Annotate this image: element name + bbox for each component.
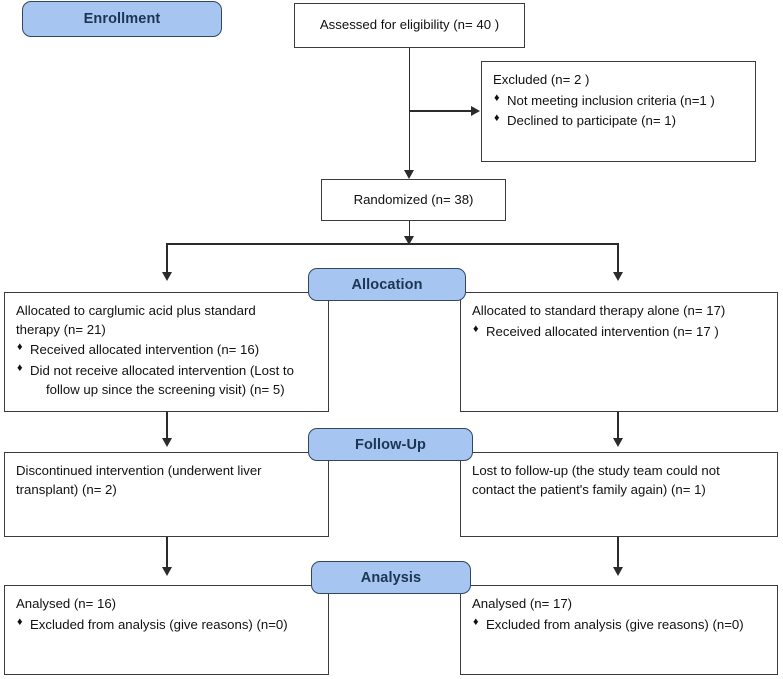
node-analysed-control-heading: Analysed (n= 17) bbox=[472, 596, 573, 611]
stage-pill-followup-label: Follow-Up bbox=[355, 436, 426, 453]
stage-pill-allocation: Allocation bbox=[308, 268, 466, 301]
connector-allocation-split bbox=[166, 243, 618, 245]
node-allocated-control-heading-1: Allocated to standard therapy alone (n= … bbox=[472, 303, 726, 318]
list-item: Received allocated intervention (n= 17 ) bbox=[472, 322, 767, 342]
node-excluded-heading: Excluded (n= 2 ) bbox=[493, 72, 590, 87]
connector-followright-to-analysisright bbox=[617, 537, 619, 574]
node-followup-discontinued-line-2: transplant) (n= 2) bbox=[16, 481, 117, 497]
arrowhead-followright bbox=[612, 438, 623, 447]
stage-pill-enrollment-label: Enrollment bbox=[83, 11, 161, 27]
connector-allocright-to-followright bbox=[617, 412, 619, 444]
node-excluded: Excluded (n= 2 ) Not meeting inclusion c… bbox=[481, 61, 756, 162]
stage-pill-analysis: Analysis bbox=[311, 561, 471, 594]
node-followup-discontinued-line-1: Discontinued intervention (underwent liv… bbox=[16, 463, 262, 478]
node-allocated-control: Allocated to standard therapy alone (n= … bbox=[460, 292, 778, 412]
arrowhead-randomized-stem bbox=[404, 236, 414, 245]
node-analysed-intervention-bullets: Excluded from analysis (give reasons) (n… bbox=[16, 615, 318, 635]
connector-allocleft-to-followleft bbox=[166, 412, 168, 444]
node-followup-lost-line-1: Lost to follow-up (the study team could … bbox=[472, 463, 720, 478]
node-followup-lost-line-2: contact the patient's family again) (n= … bbox=[472, 481, 706, 497]
connector-assessed-to-excluded bbox=[408, 110, 475, 112]
connector-split-left bbox=[166, 243, 168, 278]
list-item: Excluded from analysis (give reasons) (n… bbox=[472, 615, 767, 635]
node-followup-lost: Lost to follow-up (the study team could … bbox=[460, 452, 778, 537]
node-assessed-text: Assessed for eligibility (n= 40 ) bbox=[319, 17, 500, 33]
arrowhead-alloc-left bbox=[161, 272, 172, 281]
connector-followleft-to-analysisleft bbox=[166, 537, 168, 574]
node-allocated-intervention-bullets: Received allocated intervention (n= 16) … bbox=[16, 340, 318, 399]
connector-split-right bbox=[617, 243, 619, 278]
node-allocated-intervention: Allocated to carglumic acid plus standar… bbox=[4, 292, 329, 412]
stage-pill-allocation-label: Allocation bbox=[351, 276, 423, 293]
stage-pill-enrollment: Enrollment bbox=[22, 1, 222, 37]
list-item: Not meeting inclusion criteria (n=1 ) bbox=[493, 91, 745, 111]
node-analysed-intervention: Analysed (n= 16) Excluded from analysis … bbox=[4, 585, 329, 675]
node-assessed-for-eligibility: Assessed for eligibility (n= 40 ) bbox=[294, 3, 525, 48]
connector-randomized-stem bbox=[408, 221, 411, 241]
stage-pill-followup: Follow-Up bbox=[308, 428, 473, 461]
arrowhead-alloc-right bbox=[612, 272, 623, 281]
arrowhead-followleft bbox=[161, 438, 172, 447]
node-allocated-intervention-heading-2: therapy (n= 21) bbox=[16, 321, 106, 337]
arrowhead-to-excluded bbox=[471, 105, 480, 116]
node-randomized-text: Randomized (n= 38) bbox=[353, 191, 474, 207]
node-allocated-control-bullets: Received allocated intervention (n= 17 ) bbox=[472, 322, 767, 342]
node-analysed-control: Analysed (n= 17) Excluded from analysis … bbox=[460, 585, 778, 675]
node-allocated-intervention-heading-1: Allocated to carglumic acid plus standar… bbox=[16, 303, 256, 318]
node-excluded-bullets: Not meeting inclusion criteria (n=1 ) De… bbox=[493, 91, 745, 131]
arrowhead-to-randomized bbox=[404, 170, 414, 179]
node-randomized: Randomized (n= 38) bbox=[321, 179, 506, 221]
list-item: Excluded from analysis (give reasons) (n… bbox=[16, 615, 318, 635]
node-analysed-control-bullets: Excluded from analysis (give reasons) (n… bbox=[472, 615, 767, 635]
node-analysed-intervention-heading: Analysed (n= 16) bbox=[16, 596, 117, 611]
list-item: Did not receive allocated intervention (… bbox=[16, 361, 318, 399]
node-followup-discontinued: Discontinued intervention (underwent liv… bbox=[4, 452, 329, 537]
list-item: Received allocated intervention (n= 16) bbox=[16, 340, 318, 360]
list-item: Declined to participate (n= 1) bbox=[493, 111, 745, 131]
arrowhead-analysisright bbox=[612, 567, 623, 576]
stage-pill-analysis-label: Analysis bbox=[360, 569, 422, 586]
arrowhead-analysisleft bbox=[161, 567, 172, 576]
